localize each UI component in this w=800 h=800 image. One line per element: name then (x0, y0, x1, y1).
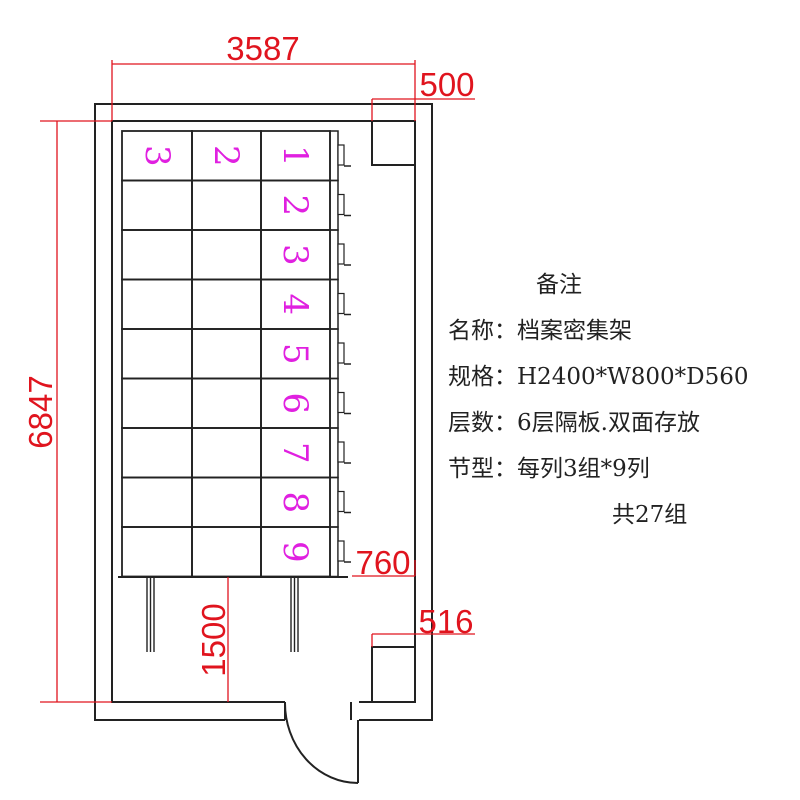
note-layers: 层数：6层隔板.双面存放 (448, 410, 700, 436)
dim-bottom-box: 516 (418, 603, 473, 640)
shelf-end-panel (329, 179, 339, 231)
shelf-cell (121, 179, 193, 231)
note-sections: 节型：每列3组*9列 (448, 456, 650, 482)
note-spec: 规格：H2400*W800*D560 (448, 364, 749, 390)
handwheel-icon (337, 243, 345, 265)
shelf-end-panel (329, 377, 339, 429)
inner-wall (111, 120, 416, 703)
row-number: 6 (275, 392, 315, 414)
row-number: 3 (275, 244, 315, 266)
dim-aisle: 1500 (195, 603, 232, 676)
handwheel-icon (337, 342, 345, 364)
row-number: 9 (275, 541, 315, 563)
row-number: 5 (275, 343, 315, 365)
shelf-cell (191, 526, 262, 578)
shelf-row: 9 (121, 526, 351, 578)
shelf-row: 8 (121, 476, 351, 528)
dim-handle: 760 (355, 544, 410, 581)
handwheel-icon (337, 144, 345, 166)
notes-block: 备注 名称：档案密集架 规格：H2400*W800*D560 层数：6层隔板.双… (448, 262, 748, 538)
shelf-cell (191, 278, 262, 330)
row-number: 2 (275, 194, 315, 216)
shelf-cell (191, 377, 262, 429)
shelf-end-panel (329, 328, 339, 380)
shelf-cell (121, 229, 193, 281)
shelf-end-panel (329, 130, 339, 182)
row-number: 1 (275, 145, 315, 167)
dim-total-width: 3587 (226, 30, 299, 67)
shelf-cell (191, 179, 262, 231)
row-number: 8 (275, 491, 315, 513)
top-right-box (371, 120, 416, 166)
dim-top-box: 500 (419, 66, 474, 103)
shelf-row: 6 (121, 377, 351, 429)
handwheel-icon (337, 193, 345, 216)
door-swing-arc (283, 701, 359, 784)
row-number: 7 (275, 442, 315, 464)
row-number: 4 (275, 293, 315, 315)
bottom-right-box (371, 646, 416, 703)
shelf-end-panel (329, 476, 339, 528)
shelf-cell (191, 229, 262, 281)
handwheel-icon (337, 391, 345, 414)
notes-title: 备注 (536, 272, 582, 298)
note-total: 共27组 (612, 502, 688, 528)
floor-rail (290, 577, 299, 652)
shelf-cell (191, 476, 262, 528)
shelf-cell (121, 427, 193, 479)
shelf-row: 4 (121, 278, 351, 330)
shelf-row: 7 (121, 427, 351, 479)
note-name: 名称：档案密集架 (448, 318, 632, 344)
outer-wall (94, 103, 433, 721)
shelf-cell (121, 278, 193, 330)
handwheel-icon (337, 540, 345, 562)
dim-total-length: 6847 (22, 375, 59, 448)
shelf-row: 2 (121, 179, 351, 231)
shelf-end-panel (329, 229, 339, 281)
shelf-cell (191, 328, 262, 380)
shelf-cell (121, 377, 193, 429)
shelf-row: 3 (121, 229, 351, 281)
floor-rail (146, 577, 155, 652)
shelf-cell (121, 526, 193, 578)
shelf-row: 5 (121, 328, 351, 380)
shelf-end-panel (329, 427, 339, 479)
shelf-cell (191, 427, 262, 479)
room-walls (94, 103, 433, 784)
shelf-row: 1 3 2 (121, 130, 351, 182)
column-number: 3 (137, 145, 177, 167)
handwheel-icon (337, 490, 345, 513)
column-number: 2 (206, 145, 246, 167)
handwheel-icon (337, 292, 345, 315)
shelving-units: 1 3 2 2 3 4 5 6 7 8 9 (118, 130, 351, 652)
shelf-cell (121, 476, 193, 528)
shelf-end-panel (329, 526, 339, 578)
shelf-cell (121, 328, 193, 380)
shelf-end-panel (329, 278, 339, 330)
dimension-lines (40, 60, 475, 703)
handwheel-icon (337, 441, 345, 463)
